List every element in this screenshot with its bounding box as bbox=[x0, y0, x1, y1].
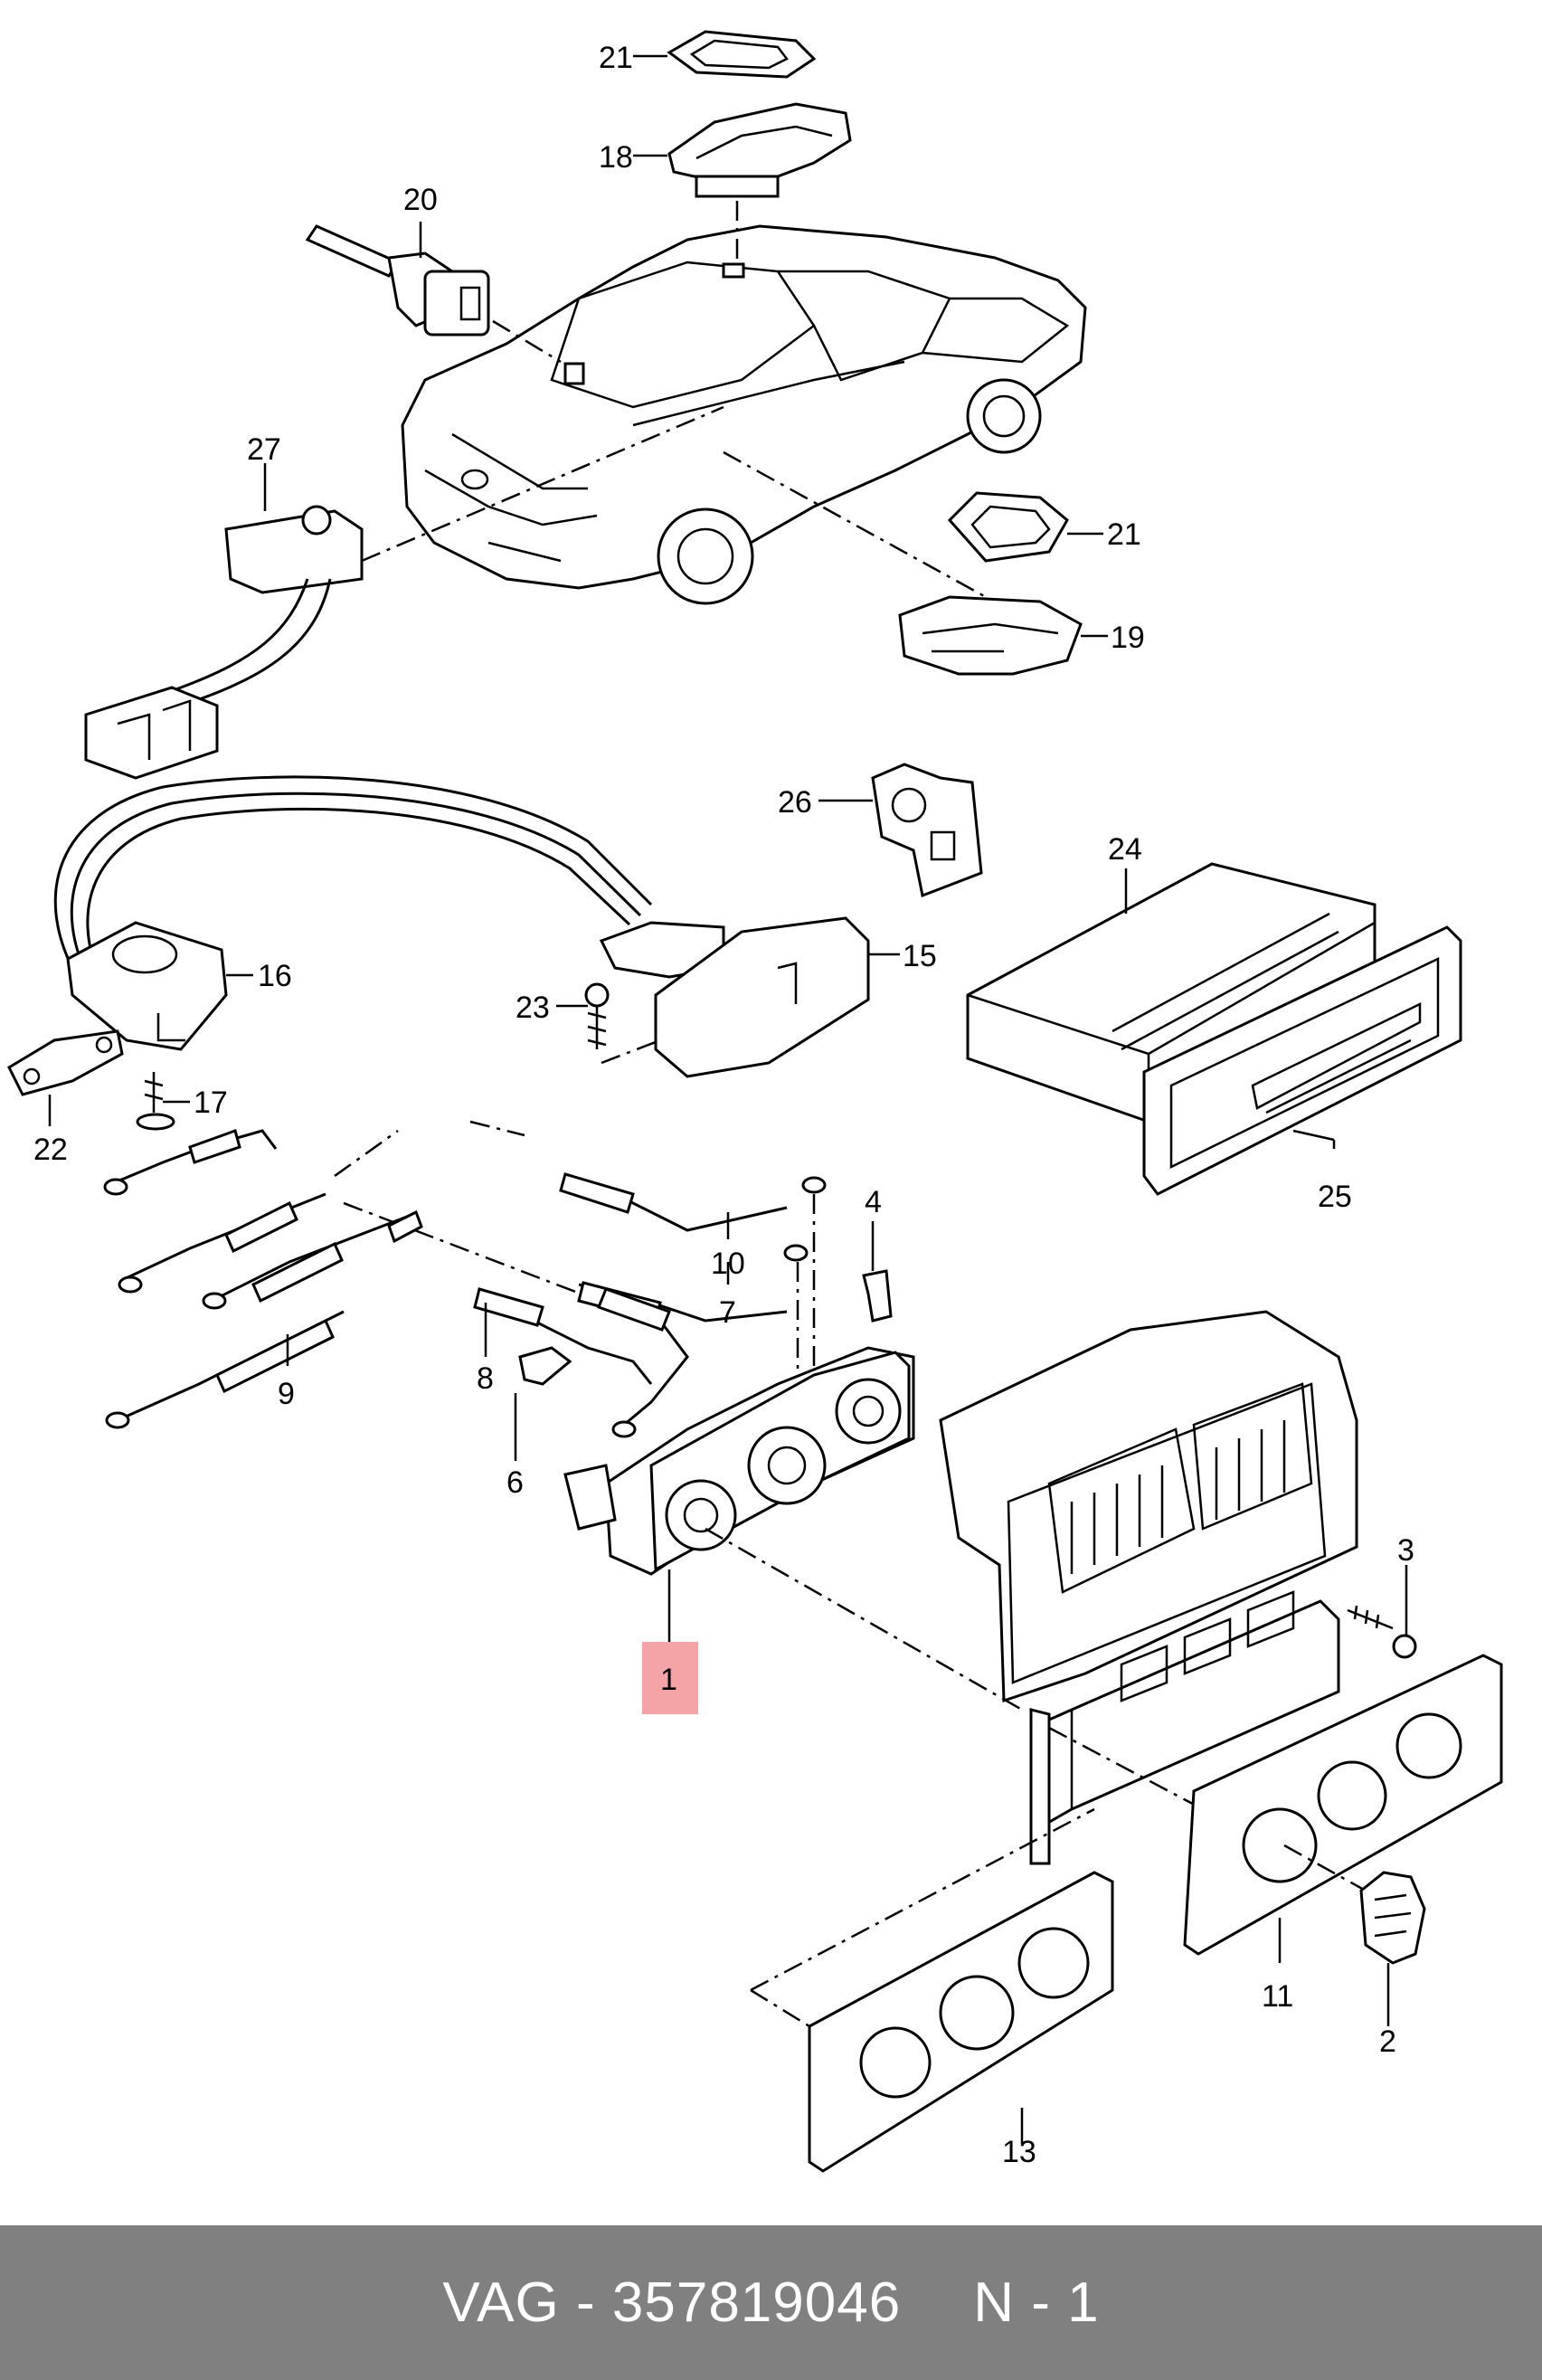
footer-brand: VAG bbox=[442, 2271, 560, 2334]
part-6-clip bbox=[518, 1346, 572, 1386]
callout-4: 4 bbox=[865, 1185, 882, 1219]
part-4-clip bbox=[862, 1269, 893, 1323]
leader-lines bbox=[48, 54, 1408, 2144]
part-22-bracket bbox=[7, 1029, 124, 1096]
parts-diagram: 21 18 20 27 21 19 26 24 16 15 23 17 22 4… bbox=[7, 30, 1503, 2173]
highlight-box bbox=[642, 1642, 698, 1714]
callout-25: 25 bbox=[1318, 1180, 1352, 1214]
part-19 bbox=[723, 450, 1083, 676]
callout-8: 8 bbox=[477, 1361, 494, 1396]
part-13-panel bbox=[750, 1807, 1114, 2173]
callout-19: 19 bbox=[1111, 621, 1145, 655]
callout-26: 26 bbox=[778, 785, 812, 820]
part-23-screw bbox=[584, 982, 661, 1065]
callout-17: 17 bbox=[194, 1086, 228, 1120]
footer-part-number: 357819046 bbox=[611, 2271, 902, 2334]
callout-1: 1 bbox=[660, 1663, 677, 1697]
part-17-screw bbox=[136, 1072, 175, 1131]
callout-9: 9 bbox=[278, 1377, 295, 1411]
callout-3: 3 bbox=[1397, 1533, 1414, 1568]
callout-27: 27 bbox=[247, 432, 281, 467]
callout-11: 11 bbox=[1262, 1979, 1293, 2014]
callout-labels: 21 18 20 27 21 19 26 24 16 15 23 17 22 4… bbox=[33, 41, 1414, 2169]
part-21-right bbox=[947, 491, 1069, 563]
part-20-switch bbox=[305, 224, 585, 385]
callout-24: 24 bbox=[1108, 832, 1142, 867]
callout-18: 18 bbox=[599, 140, 633, 175]
part-25-faceplate bbox=[1142, 925, 1462, 1196]
part-11-panel bbox=[1183, 1654, 1503, 1956]
part-2-knob bbox=[1359, 1871, 1426, 1965]
part-27-sensor bbox=[84, 405, 724, 780]
callout-6: 6 bbox=[506, 1465, 524, 1500]
part-16-motor bbox=[53, 775, 653, 1051]
part-18 bbox=[667, 102, 852, 279]
part-3-screw bbox=[1347, 1605, 1417, 1659]
callout-23: 23 bbox=[516, 991, 550, 1025]
part-15-connector bbox=[599, 916, 870, 1078]
car-body-illustration bbox=[401, 224, 1087, 605]
callout-10: 10 bbox=[711, 1247, 745, 1281]
air-vent-housing bbox=[939, 1310, 1358, 1865]
callout-7: 7 bbox=[719, 1295, 736, 1330]
callout-22: 22 bbox=[33, 1133, 68, 1167]
callout-20: 20 bbox=[403, 183, 438, 217]
callout-13: 13 bbox=[1002, 2135, 1036, 2169]
part-21-top bbox=[667, 30, 817, 79]
callout-21a: 21 bbox=[599, 41, 633, 75]
callout-16: 16 bbox=[258, 959, 292, 993]
callout-15: 15 bbox=[903, 939, 937, 973]
callout-21b: 21 bbox=[1107, 517, 1141, 552]
part-1-heater-control bbox=[563, 1346, 1023, 1712]
callout-2: 2 bbox=[1379, 2024, 1396, 2059]
part-26 bbox=[871, 763, 983, 898]
footer-note: N - 1 bbox=[973, 2271, 1100, 2334]
